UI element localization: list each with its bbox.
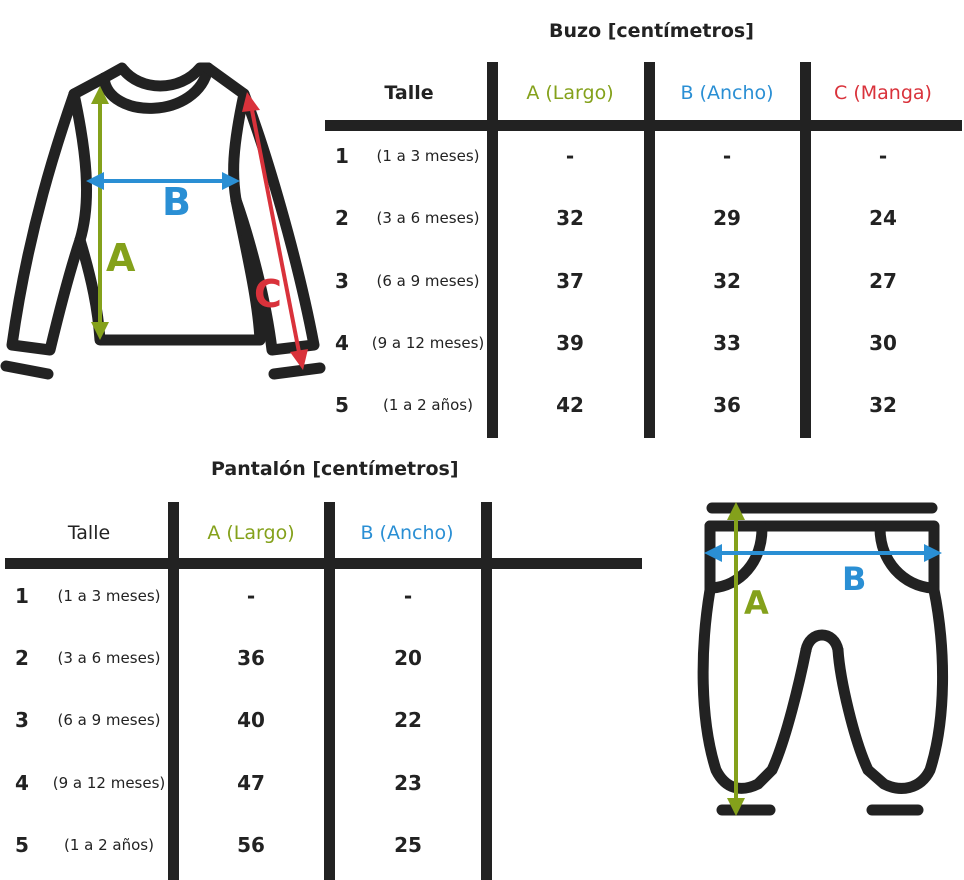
pantalon-column-divider — [324, 502, 335, 880]
pantalon-cell-b: 25 — [394, 833, 422, 857]
buzo-cell-a: 39 — [556, 331, 584, 355]
buzo-cell-c: 30 — [869, 331, 897, 355]
pantalon-cell-b: - — [403, 584, 413, 608]
buzo-header-talle: Talle — [384, 82, 434, 104]
buzo-column-divider — [800, 62, 811, 438]
pantalon-row-number: 1 — [15, 584, 29, 608]
buzo-column-divider — [487, 62, 498, 438]
pants-label-a: A — [744, 584, 769, 622]
buzo-row-number: 3 — [335, 269, 349, 293]
buzo-row-number: 1 — [335, 144, 349, 168]
pantalon-cell-a: 56 — [237, 833, 265, 857]
pantalon-row-label: (1 a 3 meses) — [57, 587, 161, 605]
pantalon-row-number: 3 — [15, 708, 29, 732]
buzo-title: Buzo [centímetros] — [549, 20, 754, 42]
pantalon-column-divider — [481, 502, 492, 880]
pantalon-row-label: (6 a 9 meses) — [57, 711, 161, 729]
pantalon-cell-a: 36 — [237, 646, 265, 670]
sweater-label-b: B — [162, 180, 191, 224]
pantalon-header-talle: Talle — [67, 522, 111, 544]
buzo-cell-c: 27 — [869, 269, 897, 293]
buzo-cell-c: 32 — [869, 393, 897, 417]
buzo-header-c: C (Manga) — [834, 82, 932, 104]
buzo-column-divider — [644, 62, 655, 438]
sweater-label-a: A — [106, 236, 136, 280]
pantalon-cell-a: 40 — [237, 708, 265, 732]
buzo-row-label: (9 a 12 meses) — [371, 334, 485, 352]
buzo-cell-b: 36 — [713, 393, 741, 417]
pantalon-cell-b: 23 — [394, 771, 422, 795]
buzo-cell-a: - — [565, 144, 575, 168]
pantalon-row-label: (3 a 6 meses) — [57, 649, 161, 667]
pantalon-cell-a: - — [246, 584, 256, 608]
pantalon-row-number: 2 — [15, 646, 29, 670]
pantalon-title: Pantalón [centímetros] — [211, 458, 459, 480]
buzo-cell-b: 29 — [713, 206, 741, 230]
pantalon-column-divider — [168, 502, 179, 880]
buzo-header-divider — [325, 120, 962, 131]
buzo-cell-a: 42 — [556, 393, 584, 417]
buzo-header-b: B (Ancho) — [680, 82, 774, 104]
pantalon-row-number: 4 — [15, 771, 29, 795]
buzo-cell-c: 24 — [869, 206, 897, 230]
sweater-icon — [0, 62, 326, 380]
buzo-row-number: 2 — [335, 206, 349, 230]
pantalon-row-label: (1 a 2 años) — [64, 836, 154, 854]
pantalon-row-number: 5 — [15, 833, 29, 857]
buzo-row-label: (3 a 6 meses) — [376, 209, 480, 227]
buzo-cell-a: 32 — [556, 206, 584, 230]
buzo-cell-a: 37 — [556, 269, 584, 293]
pantalon-header-divider — [5, 558, 642, 569]
buzo-cell-b: - — [722, 144, 732, 168]
pantalon-header-b: B (Ancho) — [360, 522, 454, 544]
buzo-cell-b: 33 — [713, 331, 741, 355]
sweater-label-c: C — [254, 272, 282, 316]
buzo-cell-b: 32 — [713, 269, 741, 293]
pantalon-cell-a: 47 — [237, 771, 265, 795]
buzo-header-a: A (Largo) — [526, 82, 614, 104]
pants-label-b: B — [842, 560, 867, 598]
buzo-row-number: 5 — [335, 393, 349, 417]
buzo-row-label: (1 a 2 años) — [383, 396, 473, 414]
pantalon-header-a: A (Largo) — [207, 522, 295, 544]
pantalon-cell-b: 22 — [394, 708, 422, 732]
buzo-row-label: (1 a 3 meses) — [376, 147, 480, 165]
pantalon-cell-b: 20 — [394, 646, 422, 670]
buzo-row-label: (6 a 9 meses) — [376, 272, 480, 290]
buzo-row-number: 4 — [335, 331, 349, 355]
buzo-cell-c: - — [878, 144, 888, 168]
pantalon-row-label: (9 a 12 meses) — [52, 774, 166, 792]
